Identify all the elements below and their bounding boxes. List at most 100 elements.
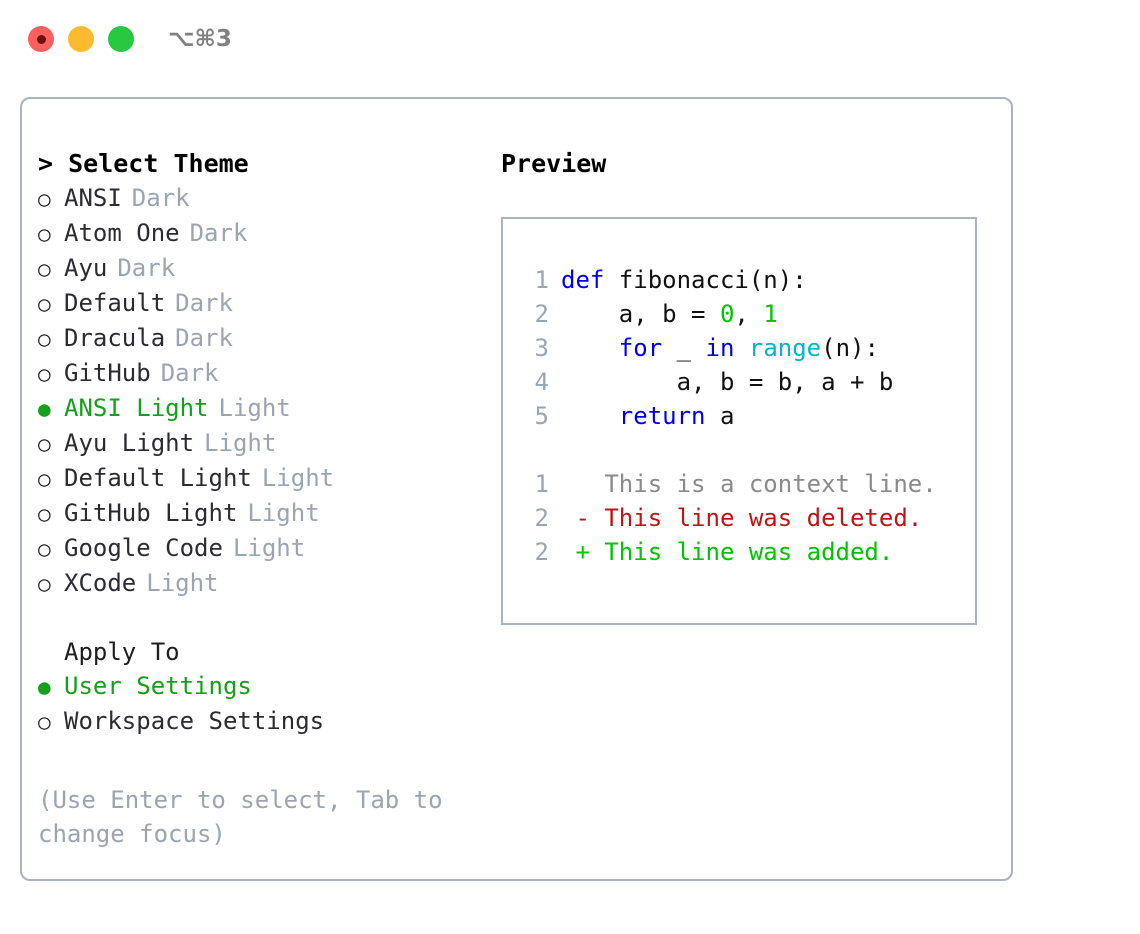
theme-option-label: Ayu (64, 254, 108, 282)
diff-sample: 1 This is a context line.2 - This line w… (503, 467, 975, 569)
theme-variant-tag: Dark (131, 184, 190, 212)
token-txt (561, 334, 619, 362)
token-txt (734, 334, 748, 362)
apply-to-heading: Apply To (64, 638, 180, 666)
radio-unselected-icon: ○ (38, 467, 51, 491)
minimize-button[interactable] (68, 26, 94, 52)
title-bar: ⌥⌘3 (0, 0, 1140, 78)
theme-option-label: ANSI Light (64, 394, 209, 422)
apply-to-option-list: ●User Settings ○ Workspace Settings (38, 669, 488, 739)
theme-variant-tag: Light (146, 569, 219, 597)
theme-variant-tag: Light (232, 534, 306, 562)
radio-unselected-icon: ○ (38, 292, 51, 316)
theme-option-label: Default Light (64, 464, 252, 492)
window-controls (28, 26, 134, 52)
theme-variant-tag: Dark (189, 219, 248, 247)
radio-unselected-icon: ○ (38, 502, 51, 526)
theme-variant-tag: Dark (117, 254, 176, 282)
diff-line: 2 - This line was deleted. (503, 501, 975, 535)
token-txt: , (734, 300, 764, 328)
radio-unselected-icon: ○ (38, 257, 51, 281)
token-add: + This line was added. (561, 538, 894, 566)
token-ctx: This is a context line. (561, 470, 937, 498)
token-kw: in (705, 334, 735, 362)
token-kw: def (561, 266, 619, 294)
theme-option-label: Default (64, 289, 166, 317)
token-txt: _ (662, 334, 706, 362)
token-num: 0 (719, 300, 735, 328)
line-number: 5 (534, 402, 549, 430)
theme-option-github[interactable]: ○ GitHub Dark (38, 356, 488, 391)
theme-variant-tag: Dark (160, 359, 219, 387)
diff-line: 1 This is a context line. (503, 467, 975, 501)
theme-option-ayu[interactable]: ○ Ayu Dark (38, 251, 488, 286)
token-kw: return (618, 402, 706, 430)
theme-variant-tag: Light (204, 429, 277, 457)
radio-selected-icon: ● (38, 675, 51, 699)
token-txt: fibonacci(n): (618, 266, 807, 294)
code-line: 3 for _ in range(n): (503, 331, 975, 365)
theme-variant-tag: Light (261, 464, 335, 492)
radio-unselected-icon: ○ (38, 327, 51, 351)
radio-unselected-icon: ○ (38, 362, 51, 386)
close-button[interactable] (28, 26, 54, 52)
line-content: def fibonacci(n): (561, 263, 807, 297)
theme-variant-tag: Light (218, 394, 291, 422)
line-content: a, b = b, a + b (561, 365, 894, 399)
token-txt: a (705, 402, 735, 430)
shortcut-label: ⌥⌘3 (168, 26, 232, 52)
line-content: return a (561, 399, 735, 433)
token-txt: a, b = (561, 300, 720, 328)
theme-option-label: GitHub (64, 359, 151, 387)
theme-variant-tag: Light (247, 499, 320, 527)
theme-option-label: ANSI (64, 184, 122, 212)
theme-variant-tag: Dark (175, 324, 233, 352)
line-number: 2 (534, 300, 549, 328)
line-content: + This line was added. (561, 535, 893, 569)
code-diff-separator (503, 433, 975, 467)
theme-option-default-light[interactable]: ○ Default Light Light (38, 461, 488, 496)
radio-unselected-icon: ○ (38, 537, 51, 561)
apply-to-option-label: Workspace Settings (64, 707, 325, 735)
code-line: 5 return a (503, 399, 975, 433)
token-num: 1 (763, 300, 778, 328)
code-line: 1 def fibonacci(n): (503, 263, 975, 297)
line-content: This is a context line. (561, 467, 937, 501)
radio-unselected-icon: ○ (38, 572, 51, 596)
radio-unselected-icon: ○ (38, 222, 51, 246)
diff-line: 2 + This line was added. (503, 535, 975, 569)
line-content: for _ in range(n): (561, 331, 879, 365)
keyboard-hint: (Use Enter to select, Tab to change focu… (38, 786, 458, 848)
line-number: 2 (534, 538, 549, 566)
token-txt: a, b = b, a + b (561, 368, 894, 396)
token-txt: (n): (821, 334, 879, 362)
radio-unselected-icon: ○ (38, 710, 51, 734)
zoom-button[interactable] (108, 26, 134, 52)
line-content: a, b = 0, 1 (561, 297, 778, 331)
page-title: > Select Theme (38, 149, 249, 178)
line-number: 2 (534, 504, 549, 532)
theme-option-ansi[interactable]: ○ ANSI Dark (38, 181, 488, 216)
theme-variant-tag: Dark (175, 289, 233, 317)
radio-unselected-icon: ○ (38, 187, 51, 211)
code-line: 2 a, b = 0, 1 (503, 297, 975, 331)
token-txt (561, 402, 619, 430)
code-line: 4 a, b = b, a + b (503, 365, 975, 399)
line-number: 1 (534, 266, 549, 294)
apply-to-option-workspace-settings[interactable]: ○ Workspace Settings (38, 704, 488, 739)
line-number: 4 (534, 368, 549, 396)
theme-option-default[interactable]: ○ Default Dark (38, 286, 488, 321)
apply-to-option-user-settings[interactable]: ●User Settings (38, 669, 488, 704)
